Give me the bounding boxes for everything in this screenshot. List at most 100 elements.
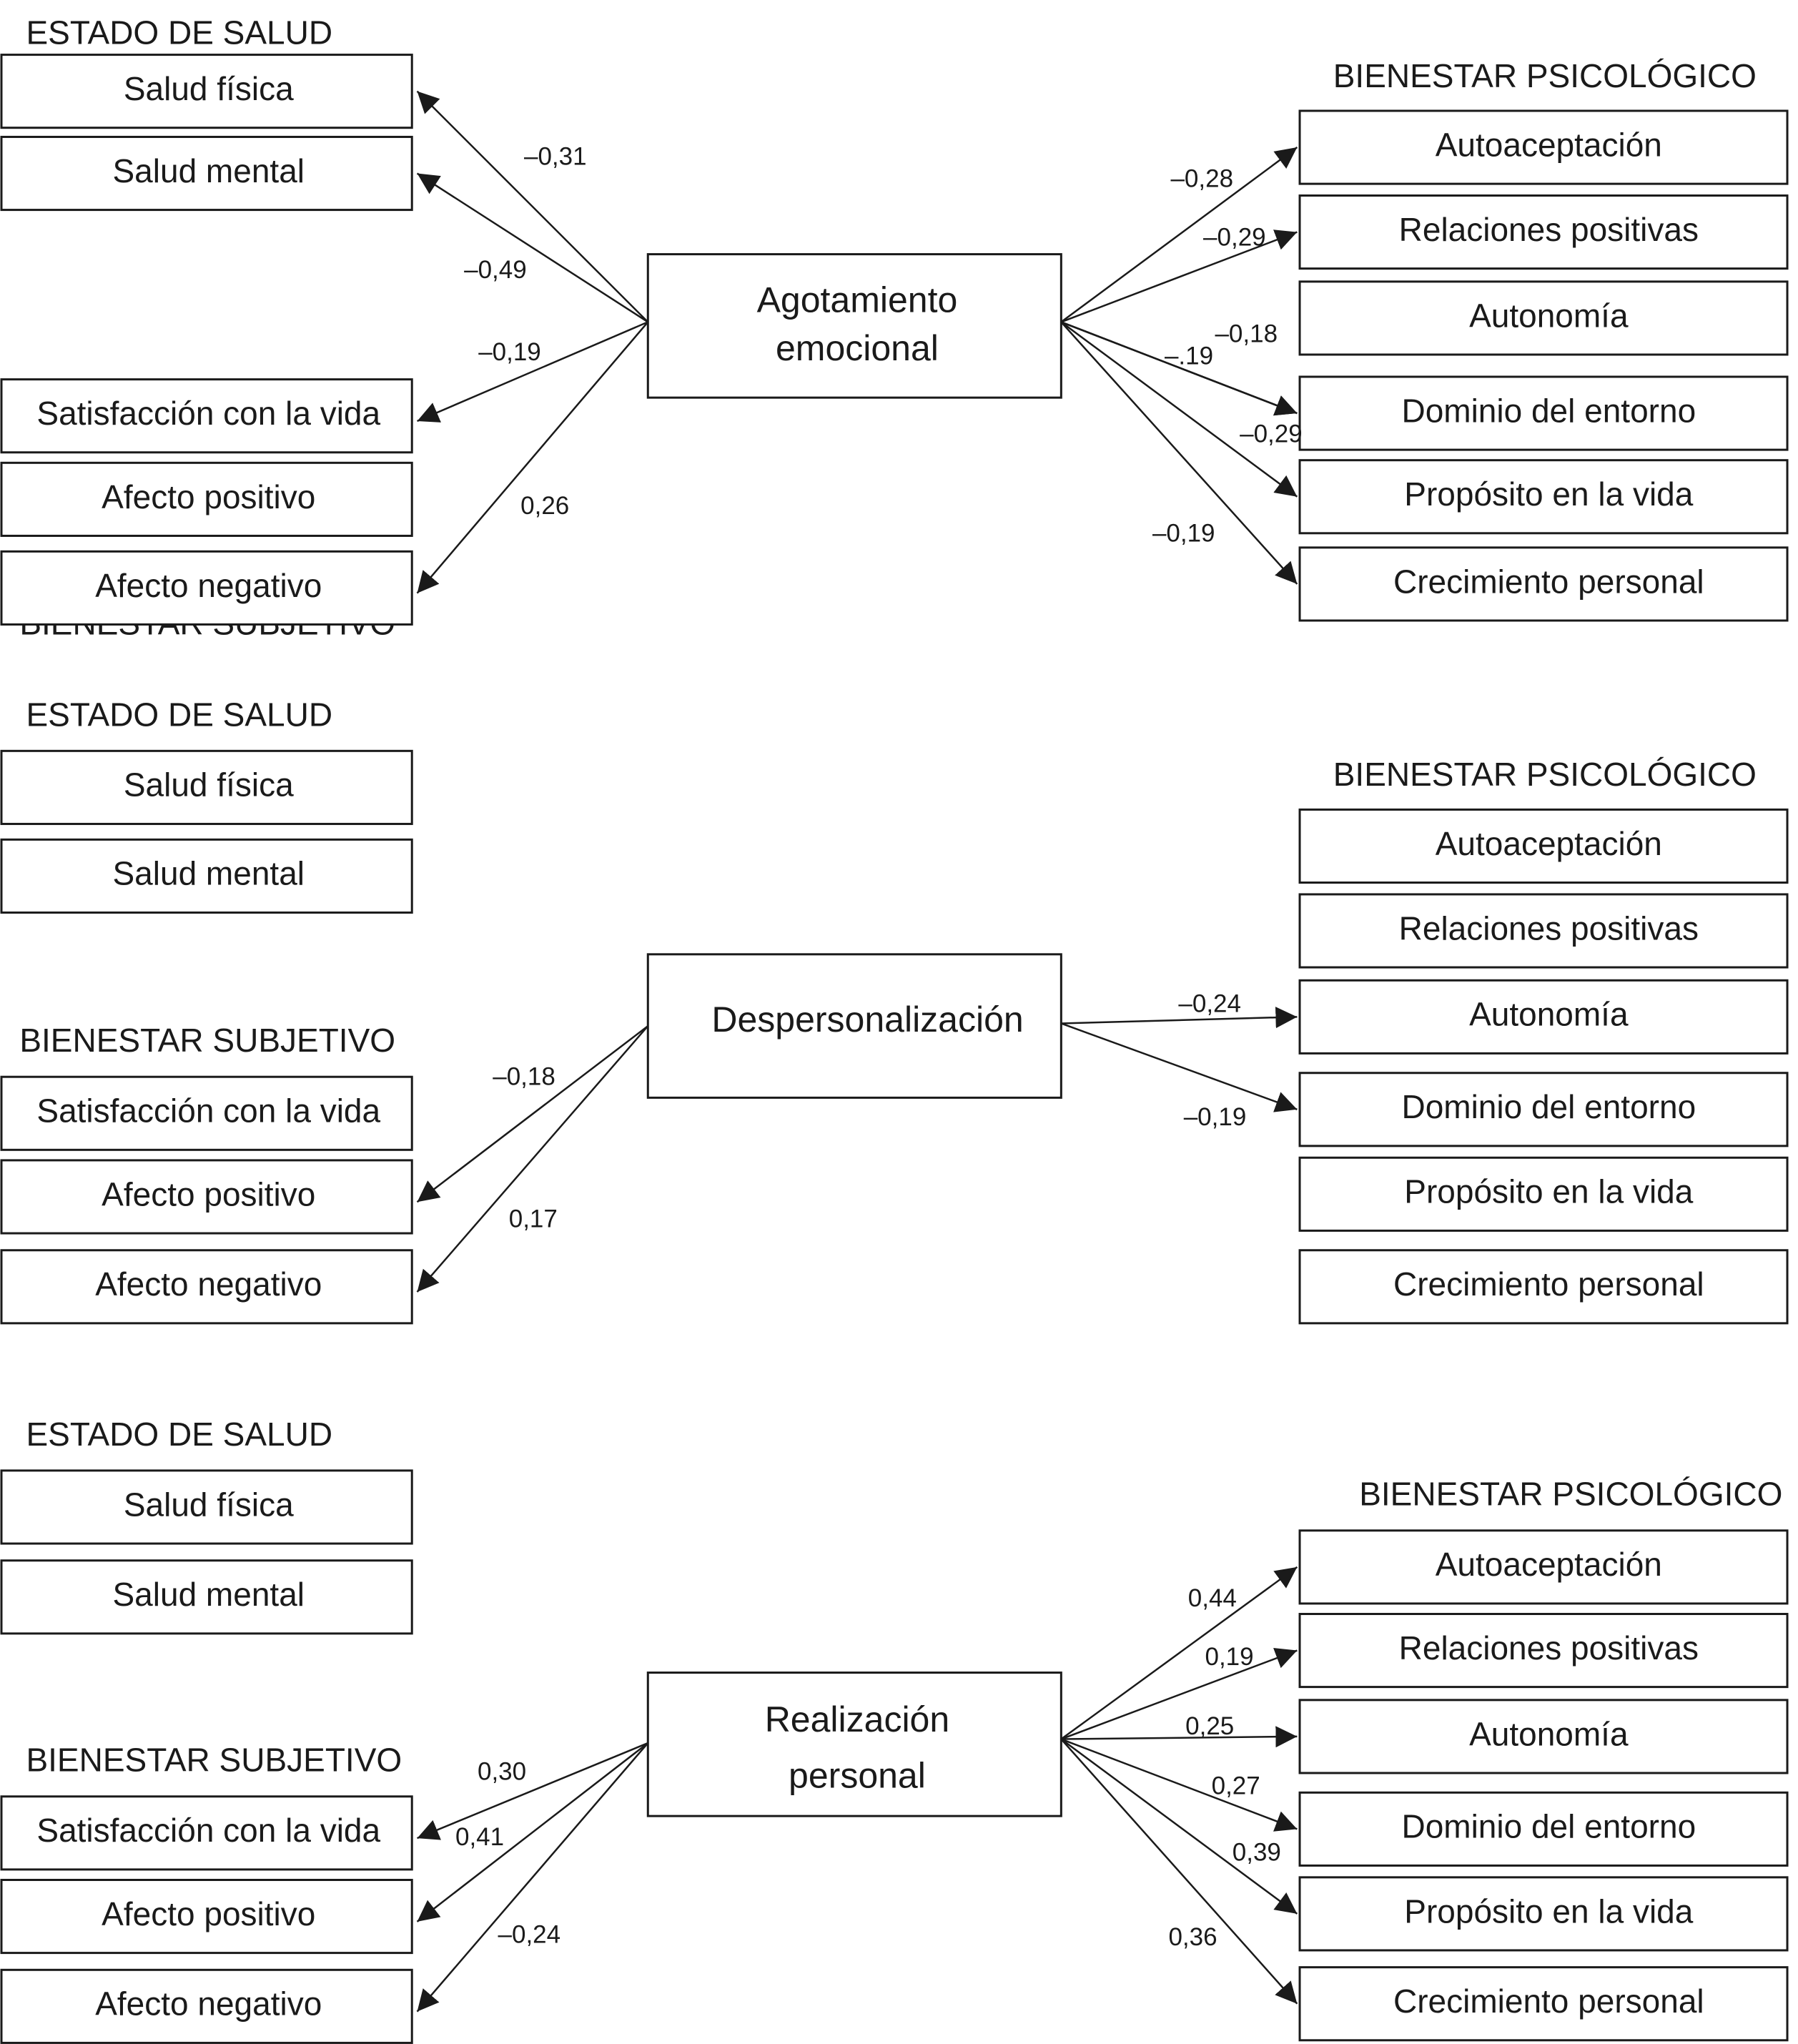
center-label-line: Agotamiento [757,280,958,320]
box-frame [0,550,413,626]
box-frame [1298,280,1789,356]
path-arrow-right [1060,229,1298,323]
box-frame [0,378,413,454]
box-label: Salud mental [113,152,305,189]
box-label: Relaciones positivas [1399,211,1699,248]
box-frame [1298,546,1789,622]
path-arrow-right [1060,321,1298,498]
box-relaciones-positivas: Relaciones positivas [1298,893,1789,969]
path-arrow-right [1060,1738,1298,1832]
path-coefficient: –0,19 [478,338,541,366]
path-arrow-left [416,321,649,594]
box-frame [0,1249,413,1325]
center-label-line: Realización [765,1699,949,1739]
box-label: Dominio del entorno [1401,1808,1696,1845]
box-label: Autoaceptación [1436,825,1662,862]
center-box-frame [646,1672,1062,1817]
path-coefficient: 0,25 [1185,1712,1234,1740]
box-frame [0,1878,413,1955]
box-salud-mental: Salud mental [0,1559,413,1635]
subjective-wellbeing-heading: BIENESTAR SUBJETIVO [19,1022,395,1059]
box-proposito-en-la-vida: Propósito en la vida [1298,1156,1789,1232]
center-box-frame [646,953,1062,1099]
box-autoaceptacion: Autoaceptación [1298,808,1789,884]
box-afecto-positivo: Afecto positivo [0,1159,413,1235]
path-coefficient: –0,24 [498,1921,561,1949]
box-frame [1298,1072,1789,1147]
box-afecto-positivo: Afecto positivo [0,461,413,537]
box-label: Crecimiento personal [1393,1983,1704,2020]
box-satisfaccion-con-la-vida: Satisfacción con la vida [0,1795,413,1871]
box-proposito-en-la-vida: Propósito en la vida [1298,459,1789,535]
box-salud-fisica: Salud física [0,54,413,129]
box-label: Salud mental [113,855,305,892]
box-frame [1298,1966,1789,2042]
box-label: Autonomía [1469,1715,1629,1752]
box-frame [1298,194,1789,270]
path-arrow-right [1060,1022,1298,1112]
box-label: Autoaceptación [1436,126,1662,163]
box-autonomia: Autonomía [1298,979,1789,1055]
box-label: Propósito en la vida [1404,475,1693,513]
path-coefficient: 0,30 [478,1758,526,1786]
box-frame [0,1075,413,1151]
center-construct: Despersonalización [646,953,1062,1099]
box-satisfaccion-con-la-vida: Satisfacción con la vida [0,1075,413,1151]
box-label: Satisfacción con la vida [36,1092,380,1130]
path-arrow-left [416,1742,649,2013]
box-relaciones-positivas: Relaciones positivas [1298,194,1789,270]
box-afecto-negativo: Afecto negativo [0,550,413,626]
path-arrow-left [416,1025,649,1293]
psychological-wellbeing-heading: BIENESTAR PSICOLÓGICO [1333,756,1757,793]
path-arrow-right [1060,1566,1298,1740]
center-label-line: Despersonalización [711,999,1023,1040]
box-frame [0,54,413,129]
box-label: Crecimiento personal [1393,1265,1704,1303]
box-dominio-del-entorno: Dominio del entorno [1298,1072,1789,1147]
box-label: Propósito en la vida [1404,1892,1693,1930]
box-frame [1298,1529,1789,1605]
path-arrow-right [1060,321,1298,416]
path-coefficient: 0,19 [1205,1643,1253,1671]
box-frame [1298,979,1789,1055]
box-label: Dominio del entorno [1401,392,1696,429]
box-frame [1298,1612,1789,1689]
box-dominio-del-entorno: Dominio del entorno [1298,375,1789,451]
path-arrow-right [1060,1738,1298,2005]
path-coefficient: –0,28 [1170,164,1233,192]
path-coefficient: 0,39 [1233,1839,1281,1867]
path-arrow-left [417,1742,648,1840]
box-label: Autonomía [1469,297,1629,334]
path-coefficient: 0,27 [1212,1772,1260,1800]
box-frame [1298,893,1789,969]
box-label: Afecto negativo [95,1265,322,1303]
box-satisfaccion-con-la-vida: Satisfacción con la vida [0,378,413,454]
path-coefficient: 0,36 [1168,1923,1217,1951]
path-arrow-left [416,1025,649,1203]
psychological-wellbeing-heading: BIENESTAR PSICOLÓGICO [1333,57,1757,94]
path-arrow-right [1060,321,1298,585]
box-frame [1298,1791,1789,1867]
box-label: Salud física [124,766,294,804]
path-coefficient: 0,17 [509,1205,558,1233]
box-salud-fisica: Salud física [0,1469,413,1545]
box-frame [0,1159,413,1235]
box-label: Salud física [124,70,294,107]
box-crecimiento-personal: Crecimiento personal [1298,546,1789,622]
path-arrow-left [417,321,648,423]
box-label: Propósito en la vida [1404,1173,1693,1210]
path-arrow-right [1060,147,1298,323]
box-frame [1298,1249,1789,1325]
box-salud-mental: Salud mental [0,135,413,212]
box-frame [1298,1876,1789,1952]
path-arrow-left [416,1742,649,1922]
box-frame [1298,1156,1789,1232]
psychological-wellbeing-heading: BIENESTAR PSICOLÓGICO [1359,1476,1782,1513]
path-arrow-left [416,172,648,323]
box-label: Salud física [124,1486,294,1523]
box-label: Afecto positivo [102,1175,315,1213]
